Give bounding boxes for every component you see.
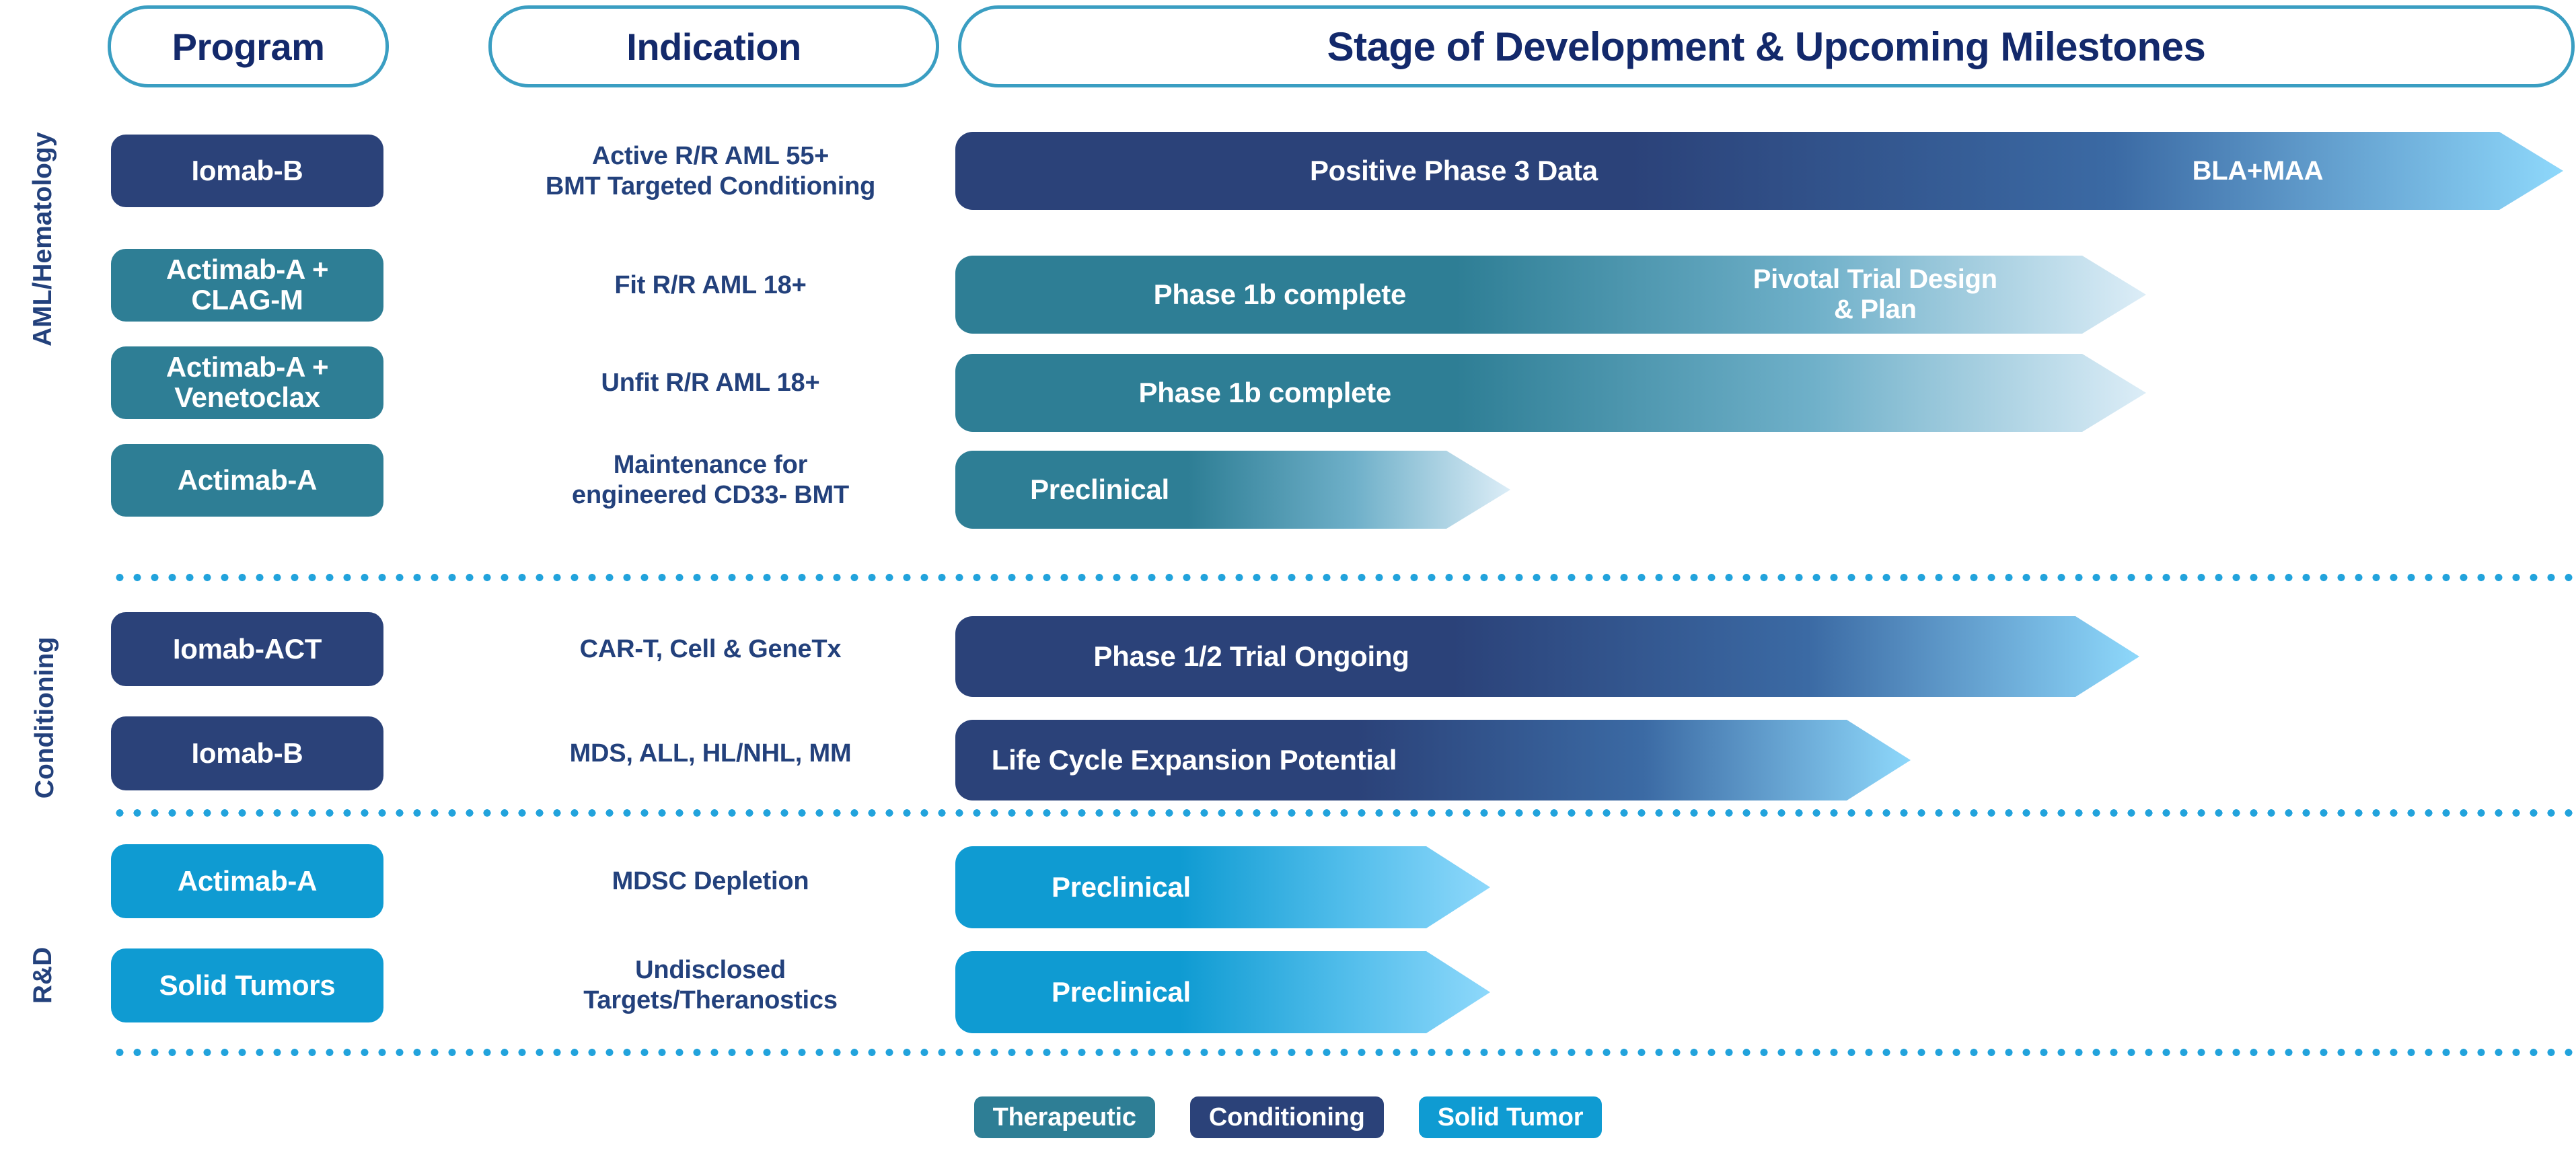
program-box[interactable]: Actimab-A [111,844,383,918]
program-box[interactable]: Actimab-A [111,444,383,517]
section-label-conditioning: Conditioning [30,636,59,799]
indication-label: MDSC Depletion [612,866,809,895]
legend-item-label: Solid Tumor [1437,1103,1584,1131]
stage-bar[interactable]: Preclinical [955,451,1510,529]
stage-bar[interactable]: Life Cycle Expansion Potential [955,720,1911,800]
stage-bar[interactable]: Phase 1b complete [955,354,2146,432]
program-box[interactable]: Iomab-B [111,135,383,207]
legend-item[interactable]: Solid Tumor [1418,1096,1603,1138]
program-box[interactable]: Solid Tumors [111,948,383,1022]
section-divider-3 [111,1049,2576,1056]
program-box[interactable]: Iomab-ACT [111,612,383,686]
column-header-stage: Stage of Development & Upcoming Mileston… [958,5,2575,87]
stage-bar[interactable]: Phase 1/2 Trial Ongoing [955,616,2139,697]
indication-label: Fit R/R AML 18+ [614,270,807,299]
stage-bar-shape [955,951,1490,1033]
column-header-indication: Indication [488,5,939,87]
program-box[interactable]: Iomab-B [111,716,383,790]
stage-bar-shape [955,720,1911,800]
program-box[interactable]: Actimab-A +Venetoclax [111,346,383,419]
section-divider-1 [111,574,2576,581]
legend-item[interactable]: Therapeutic [973,1096,1155,1138]
program-label: Actimab-A [177,864,318,897]
section-label-aml-hematology: AML/Hematology [28,132,57,346]
column-header-program-label: Program [172,25,325,68]
legend: Therapeutic Conditioning Solid Tumor [0,1096,2576,1138]
indication-label: Unfit R/R AML 18+ [601,368,820,397]
column-header-program: Program [108,5,389,87]
indication-label: Active R/R AML 55+BMT Targeted Condition… [545,142,876,200]
program-label: Iomab-B [191,154,303,186]
program-label: Actimab-A [177,463,318,496]
indication-label: MDS, ALL, HL/NHL, MM [569,739,852,768]
stage-bar-shape [955,616,2139,697]
stage-bar-shape [955,354,2146,432]
indication-text: CAR-T, Cell & GeneTx [471,612,950,686]
indication-text: Active R/R AML 55+BMT Targeted Condition… [471,135,950,209]
stage-bar-shape [955,846,1490,928]
stage-bar-shape [955,256,2146,334]
program-box[interactable]: Actimab-A +CLAG-M [111,249,383,322]
program-label: Iomab-B [191,737,303,769]
legend-item-label: Conditioning [1208,1103,1365,1131]
stage-bar-shape [955,132,2563,210]
indication-text: Unfit R/R AML 18+ [471,346,950,419]
section-divider-2 [111,809,2576,817]
indication-label: CAR-T, Cell & GeneTx [579,634,842,663]
legend-item-label: Therapeutic [992,1103,1136,1131]
section-label-rd: R&D [28,946,57,1004]
program-label: Actimab-A +Venetoclax [165,351,329,413]
indication-text: Fit R/R AML 18+ [471,249,950,322]
stage-bar[interactable]: Preclinical [955,846,1490,928]
indication-text: MDSC Depletion [471,844,950,918]
column-header-stage-label: Stage of Development & Upcoming Mileston… [1327,24,2206,69]
stage-bar-shape [955,451,1510,529]
stage-bar[interactable]: Preclinical [955,951,1490,1033]
program-label: Solid Tumors [159,969,336,1001]
program-label: Iomab-ACT [172,632,322,665]
legend-item[interactable]: Conditioning [1189,1096,1384,1138]
indication-text: MDS, ALL, HL/NHL, MM [471,716,950,790]
column-header-indication-label: Indication [626,25,801,68]
program-label: Actimab-A +CLAG-M [165,254,329,315]
